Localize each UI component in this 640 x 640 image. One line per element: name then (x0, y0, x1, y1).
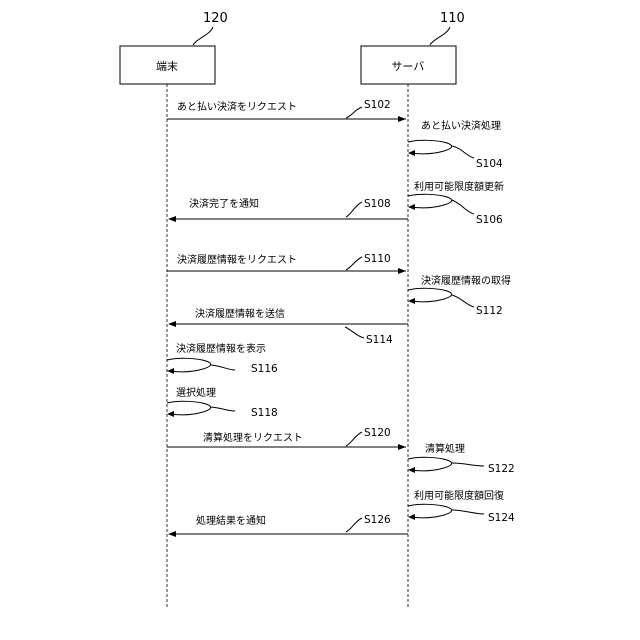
message-s126: 処理結果を通知 S126 (168, 514, 408, 537)
arrowhead-s122 (408, 467, 415, 473)
server-label: サーバ (392, 60, 425, 73)
label-s110: 決済履歴情報をリクエスト (177, 253, 297, 266)
terminal-ref-leader (193, 27, 213, 45)
arrowhead-s108 (168, 216, 176, 222)
step-leader-s102 (346, 107, 362, 118)
label-s102: あと払い決済をリクエスト (177, 100, 297, 113)
label-s108: 決済完了を通知 (189, 197, 259, 210)
message-s124: 利用可能限度額回復 S124 (408, 489, 515, 524)
terminal-ref: 120 (203, 11, 228, 26)
step-s102: S102 (364, 99, 391, 111)
message-s106: 利用可能限度額更新 S106 (408, 180, 504, 226)
step-leader-s108 (346, 202, 362, 217)
step-leader-s110 (346, 257, 362, 270)
label-s116: 決済履歴情報を表示 (176, 342, 266, 355)
step-leader-s124 (452, 510, 484, 514)
label-s126: 処理結果を通知 (196, 514, 266, 527)
step-leader-s114 (345, 327, 364, 338)
arrowhead-s106 (408, 204, 415, 210)
step-s104: S104 (476, 158, 503, 170)
step-s112: S112 (476, 305, 503, 317)
label-s106: 利用可能限度額更新 (414, 180, 504, 193)
step-s126: S126 (364, 514, 391, 526)
message-s122: 清算処理 S122 (408, 442, 515, 475)
step-s108: S108 (364, 198, 391, 210)
step-leader-s106 (452, 200, 474, 214)
arrowhead-s126 (168, 531, 176, 537)
label-s114: 決済履歴情報を送信 (195, 307, 285, 320)
server-ref: 110 (440, 11, 465, 26)
step-s106: S106 (476, 214, 503, 226)
message-s108: 決済完了を通知 S108 (168, 197, 408, 222)
label-s104: あと払い決済処理 (421, 119, 501, 132)
arrowhead-s116 (167, 368, 174, 374)
step-leader-s120 (346, 432, 362, 446)
step-leader-s118 (211, 407, 235, 411)
message-s116: 決済履歴情報を表示 S116 (167, 342, 278, 375)
arrowhead-s118 (167, 411, 174, 417)
label-s118: 選択処理 (176, 386, 216, 399)
label-s122: 清算処理 (425, 442, 465, 455)
message-s118: 選択処理 S118 (167, 386, 278, 419)
step-s124: S124 (488, 512, 515, 524)
label-s124: 利用可能限度額回復 (414, 489, 504, 502)
message-s120: 清算処理をリクエスト S120 (167, 427, 406, 450)
step-leader-s122 (452, 463, 484, 466)
step-leader-s116 (211, 365, 235, 370)
step-s110: S110 (364, 253, 391, 265)
arrowhead-s110 (398, 268, 406, 274)
step-s122: S122 (488, 463, 515, 475)
message-s110: 決済履歴情報をリクエスト S110 (167, 253, 406, 274)
step-leader-s104 (452, 146, 474, 158)
label-s120: 清算処理をリクエスト (203, 431, 303, 444)
message-s104: あと払い決済処理 S104 (408, 119, 503, 170)
label-s112: 決済履歴情報の取得 (421, 274, 511, 287)
step-s116: S116 (251, 363, 278, 375)
message-s102: あと払い決済をリクエスト S102 (167, 99, 406, 122)
arrowhead-s112 (408, 298, 415, 304)
arrowhead-s124 (408, 514, 415, 520)
arrowhead-s102 (398, 116, 406, 122)
step-s118: S118 (251, 407, 278, 419)
server-ref-leader (430, 27, 450, 45)
step-leader-s126 (346, 518, 362, 532)
step-leader-s112 (452, 295, 474, 307)
step-s120: S120 (364, 427, 391, 439)
message-s112: 決済履歴情報の取得 S112 (408, 274, 511, 317)
arrowhead-s114 (168, 321, 176, 327)
message-s114: 決済履歴情報を送信 S114 (168, 307, 408, 346)
arrowhead-s104 (408, 150, 415, 156)
arrowhead-s120 (398, 444, 406, 450)
terminal-label: 端末 (156, 59, 178, 73)
step-s114: S114 (366, 334, 393, 346)
